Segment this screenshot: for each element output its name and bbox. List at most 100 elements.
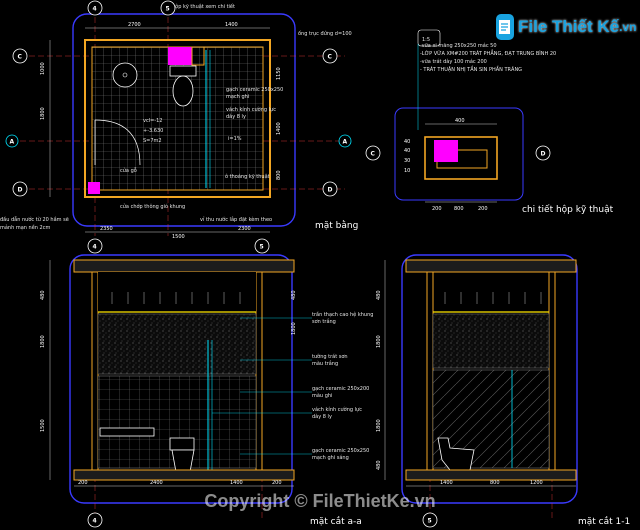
aa-note-5: gạch ceramic 250x200 (312, 386, 369, 392)
aa-note-4: màu trắng (312, 360, 338, 367)
grid-bubble-detail-c: C (365, 145, 381, 161)
detail-note-2: -LỚP VỮA XM#200 TRÁT PHẲNG, ĐẠT TRUNG BÌ… (420, 49, 556, 57)
section-11-toilet (437, 437, 475, 471)
aa-note-6: màu ghi (312, 392, 332, 399)
plan-basin (112, 62, 138, 88)
plan-dim-side-5: 800 (276, 170, 282, 180)
svg-text:C: C (371, 151, 376, 158)
brand-logo-text: File Thiết Kế (518, 17, 620, 36)
aa-dim-bottom-4: 200 (272, 480, 282, 486)
detail-dim-side-4: 10 (404, 168, 410, 174)
brand-logo-icon (496, 14, 514, 40)
aa-note-1: trần thạch cao hệ khung (312, 310, 373, 318)
aa-dim-bottom-3: 1400 (230, 480, 243, 486)
s11-dim-side-4: 480 (376, 460, 382, 470)
grid-bubble-detail-d: D (535, 145, 551, 161)
svg-text:A: A (10, 139, 15, 146)
detail-viewport (394, 107, 524, 201)
plan-wall-outline (84, 39, 271, 198)
detail-dim-side-1: 40 (404, 139, 410, 145)
grid-bubble-left-d: D (12, 181, 28, 197)
aa-dim-side-4: 1800 (291, 322, 297, 335)
brand-logo-suffix: .vn (619, 20, 637, 34)
plan-dim-bottom-2: 1500 (172, 234, 185, 240)
ceiling-slats (111, 292, 241, 304)
detail-dim-side-2: 40 (404, 148, 410, 154)
s11-dim-side-1: 480 (376, 290, 382, 300)
detail-shaft-fill (434, 140, 458, 162)
section-11-upper-wall (432, 313, 550, 369)
svg-text:C: C (18, 54, 23, 61)
grid-bubble-left-c: C (12, 48, 28, 64)
plan-window-note: cửa chớp thông gió khung (120, 203, 185, 210)
aa-dim-side-2: 1800 (40, 335, 46, 348)
aa-dim-bottom-2: 2400 (150, 480, 163, 486)
detail-caption: chi tiết hộp kỹ thuật (522, 204, 614, 215)
plan-door-text: cửa gỗ (120, 167, 137, 174)
grid-bubbles: 4 5 4 5 C D C D C D A A 4 5 (5, 0, 551, 528)
svg-text:4: 4 (93, 518, 97, 525)
section-aa-upper-wall (97, 313, 257, 375)
plan-dim-bottom-3: 2300 (238, 226, 251, 232)
detail-dim-bottom-1: 200 (432, 206, 442, 212)
aa-dim-side-1: 480 (40, 290, 46, 300)
section-a-a: trần thạch cao hệ khung sơn trắng tường … (40, 254, 373, 527)
section-1-1: 480 1800 1800 480 1400 800 1200 mặt cắt … (376, 254, 630, 527)
plan-pipe-note: ống trục đứng d=100 (298, 30, 352, 37)
plan-tile-note-2: mạch ghi (226, 94, 249, 100)
svg-text:D: D (18, 187, 23, 194)
svg-text:D: D (328, 187, 333, 194)
grid-bubble-right-c: C (322, 48, 338, 64)
svg-text:A: A (343, 139, 348, 146)
plan-left-note-2: mảnh mạn nền 2cm (0, 223, 50, 231)
aa-note-8: dày 8 ly (312, 413, 332, 420)
section-aa-shelf (99, 427, 155, 437)
section-11-viewport (401, 254, 578, 504)
plan-level-2: +-3.630 (143, 128, 163, 134)
plan-dim-side-3: 1150 (276, 67, 282, 80)
plan-dim-side-4: 1400 (276, 122, 282, 135)
plan-shaft (168, 47, 192, 65)
grid-bubble-top-5: 5 (160, 0, 176, 16)
ceiling-slats-11 (444, 292, 542, 304)
aa-dim-bottom-1: 200 (78, 480, 88, 486)
aa-note-7: vách kính cường lực (312, 406, 362, 413)
s11-dim-side-3: 1800 (376, 419, 382, 432)
s11-dim-bottom-2: 800 (490, 480, 500, 486)
plan-caption: mặt bằng (315, 220, 358, 231)
grid-bubble-a-left: A (5, 134, 19, 148)
section-11-caption: mặt cắt 1-1 (578, 516, 630, 527)
plan-slope: i=1% (228, 136, 242, 142)
aa-note-10: mạch ghi sáng (312, 454, 349, 461)
brand-logo[interactable]: File Thiết Kế.vn (496, 10, 637, 44)
detail-dim-bottom-3: 200 (478, 206, 488, 212)
svg-text:5: 5 (166, 6, 170, 13)
svg-text:5: 5 (428, 518, 432, 525)
plan-viewport (72, 13, 296, 227)
section-aa-viewport (69, 254, 293, 504)
plan-dim-top-1: 2700 (128, 22, 141, 28)
detail-marker-text: 1:5 (422, 37, 430, 43)
plan-floor-drain (88, 182, 100, 194)
plan-glass-note-2: dày 8 ly (226, 113, 246, 120)
plan-top-title: hộp kỹ thuật xem chi tiết (172, 3, 235, 10)
aa-note-9: gạch ceramic 250x250 (312, 448, 369, 454)
plan-level-1: vcl=-12 (143, 118, 162, 124)
s11-dim-side-2: 1800 (376, 335, 382, 348)
plan-glass-note: vách kính cường lực (226, 106, 276, 113)
plan-dim-side-1: 1000 (40, 62, 46, 75)
detail-dim-top: 400 (455, 118, 465, 124)
aa-dim-side-5: 480 (291, 290, 297, 300)
detail-box-outer (424, 136, 498, 180)
plan-toilet (169, 65, 197, 77)
svg-text:5: 5 (260, 244, 264, 251)
plan-floor-drain-note: ô thoáng kỹ thuật (225, 173, 270, 180)
plan-dim-top-2: 1400 (225, 22, 238, 28)
plan-level-3: S=7m2 (143, 138, 162, 144)
detail-note-1: -vữa xi măng 250x250 mác 50 (420, 42, 497, 49)
detail-dim-bottom-2: 800 (454, 206, 464, 212)
grid-bubble-mid-5: 5 (254, 238, 270, 254)
copyright-watermark: Copyright © FileThietKe.vn (204, 491, 436, 511)
plan-door-swing (94, 119, 141, 166)
